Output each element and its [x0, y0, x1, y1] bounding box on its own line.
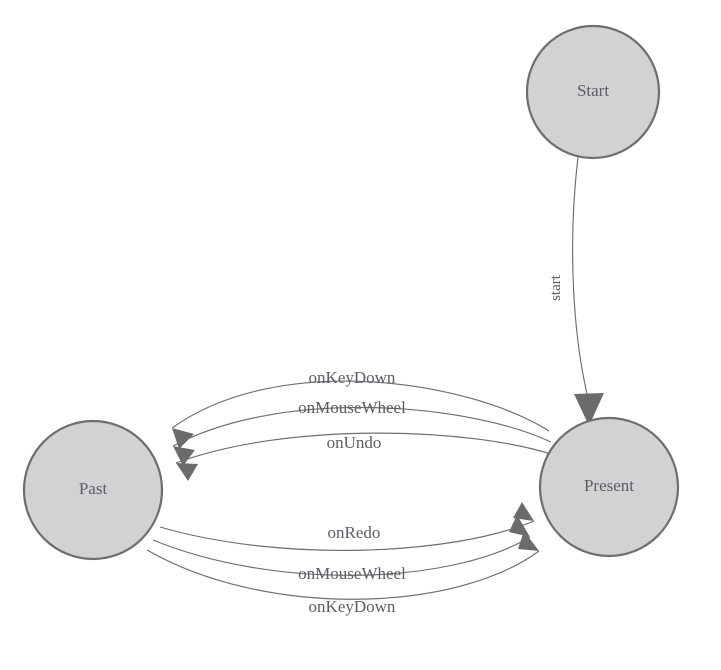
edge-path	[572, 156, 589, 399]
node-shape	[22, 419, 164, 561]
arrowhead-icon	[518, 531, 539, 551]
edge-past-to-present-onredo[interactable]	[159, 502, 535, 552]
edge-label-onundo: onUndo	[327, 433, 382, 452]
edge-label-onmousewheel-lower: onMouseWheel	[298, 564, 406, 583]
arrowhead-icon	[574, 393, 604, 426]
edge-path	[171, 380, 550, 432]
arrowhead-icon	[509, 515, 530, 537]
edge-start-to-present[interactable]	[572, 156, 604, 426]
edge-present-to-past-onundo[interactable]	[175, 432, 555, 481]
arrowhead-icon	[176, 463, 198, 481]
arrowhead-icon	[172, 428, 194, 449]
node-present[interactable]: Present	[538, 416, 680, 558]
node-shape	[525, 24, 661, 160]
edge-present-to-past-onmousewheel[interactable]	[172, 406, 552, 466]
edge-past-to-present-onmousewheel[interactable]	[152, 515, 531, 576]
edge-path	[146, 549, 540, 600]
arrowhead-icon	[173, 446, 195, 466]
edge-label-onmousewheel-upper: onMouseWheel	[298, 398, 406, 417]
edge-label-onkeydown-lower: onKeyDown	[309, 597, 396, 616]
edge-label-onkeydown-upper: onKeyDown	[309, 368, 396, 387]
edge-path	[152, 536, 531, 576]
node-past[interactable]: Past	[22, 419, 164, 561]
edge-label-onredo: onRedo	[328, 523, 381, 542]
edge-path	[159, 520, 535, 552]
edge-path	[172, 406, 552, 447]
edge-past-to-present-onkeydown[interactable]	[146, 531, 540, 600]
node-shape	[538, 416, 680, 558]
node-start[interactable]: Start	[525, 24, 661, 160]
node-label: Past	[79, 479, 108, 498]
arrowhead-icon	[513, 502, 534, 521]
edge-label-start: start	[548, 274, 564, 301]
node-label: Present	[584, 476, 634, 495]
node-label: Start	[577, 81, 609, 100]
edge-path	[175, 432, 555, 464]
